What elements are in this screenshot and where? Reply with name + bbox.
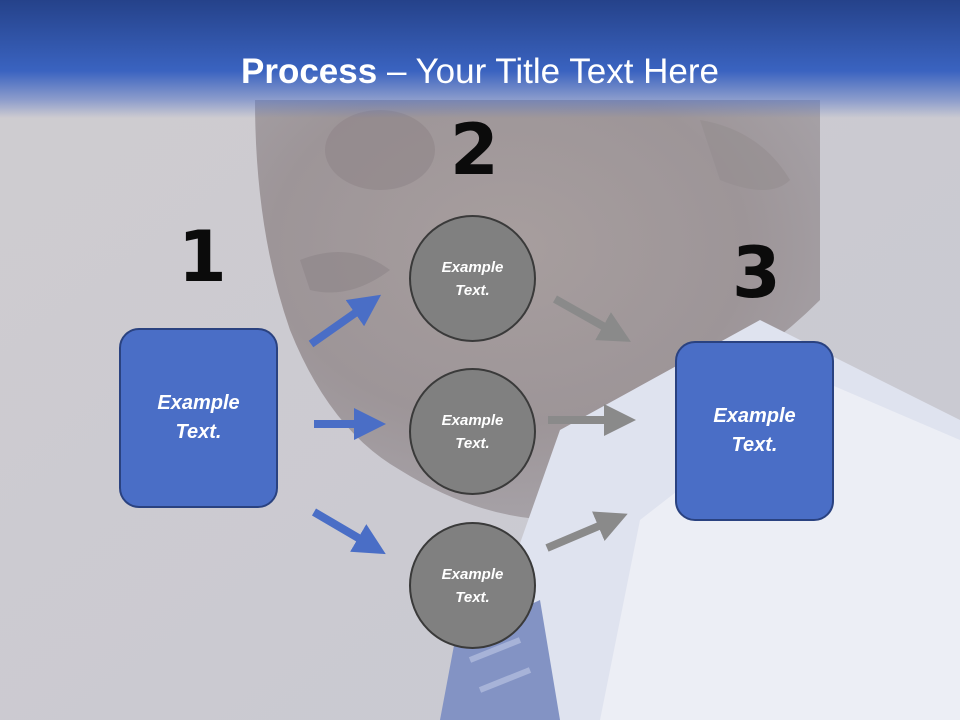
step-number-2: 2 [450, 109, 499, 191]
title-bar [0, 0, 960, 118]
title-rest: – Your Title Text Here [377, 52, 719, 91]
circle-top-line2: Text. [455, 281, 490, 299]
circle-bottom-line2: Text. [455, 588, 490, 606]
slide-title: Process – Your Title Text Here [0, 52, 960, 92]
circle-middle-line1: Example [441, 411, 504, 429]
left-box-line2: Text. [175, 421, 222, 443]
right-box-line2: Text. [731, 434, 778, 456]
step-number-1: 1 [178, 216, 227, 298]
circle-middle-line2: Text. [455, 434, 490, 452]
right-box-line1: Example [713, 405, 796, 427]
circle-top-line1: Example [441, 258, 504, 276]
circle-bottom-line1: Example [441, 565, 504, 583]
left-box-line1: Example [157, 392, 240, 414]
step-number-3: 3 [732, 232, 781, 314]
title-bold: Process [241, 52, 378, 91]
